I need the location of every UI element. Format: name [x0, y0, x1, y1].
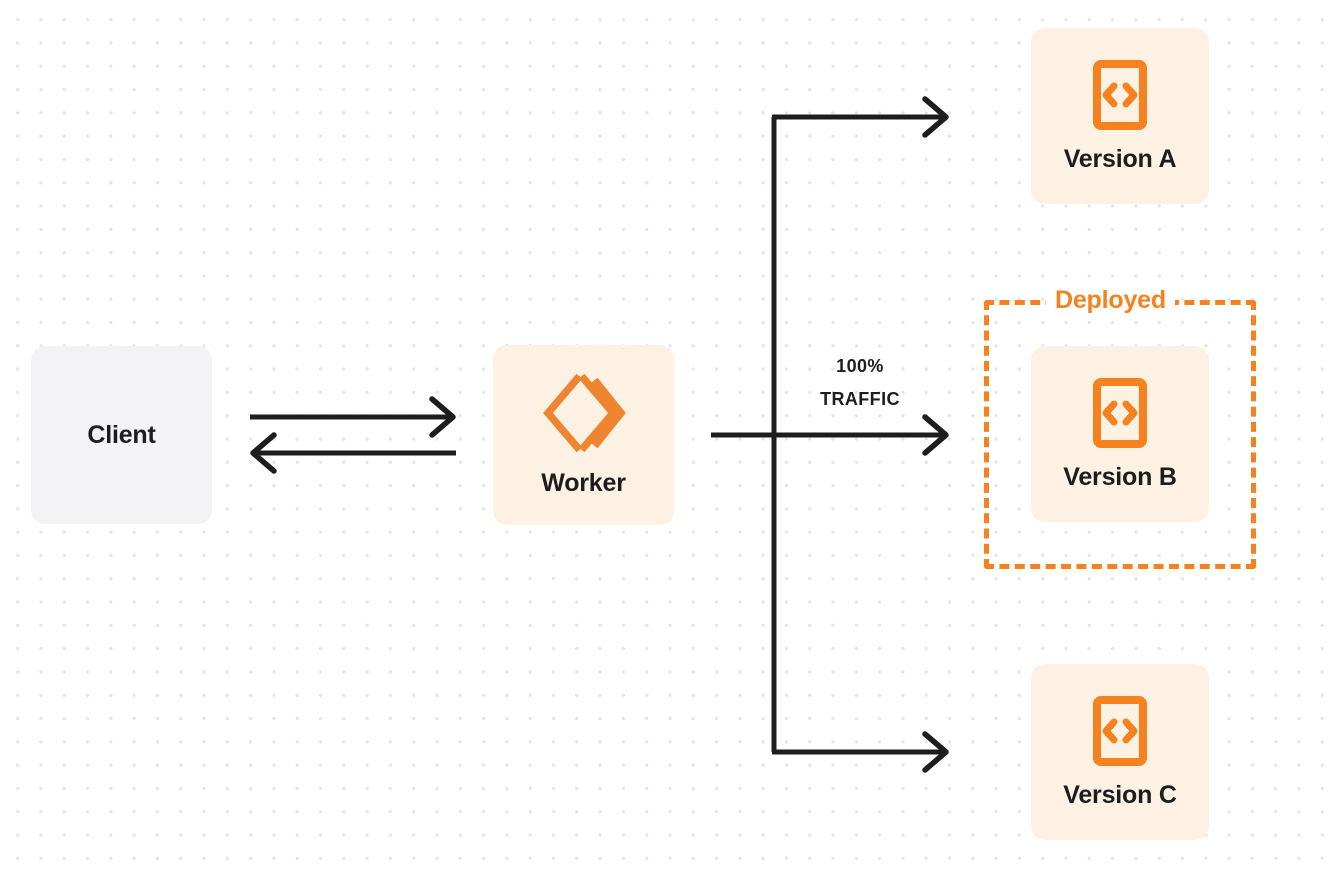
arrow-worker-to-version-c	[772, 731, 949, 773]
arrow-worker-to-version-a	[772, 96, 949, 138]
cloudflare-workers-logo-icon	[541, 373, 627, 453]
deployed-label: Deployed	[1046, 284, 1175, 316]
code-file-icon	[1092, 377, 1148, 449]
worker-node[interactable]: Worker	[493, 345, 674, 525]
client-node[interactable]: Client	[31, 346, 212, 524]
version-c-node[interactable]: Version C	[1031, 664, 1209, 840]
code-file-icon	[1092, 695, 1148, 767]
code-file-icon	[1092, 59, 1148, 131]
version-a-node[interactable]: Version A	[1031, 28, 1209, 204]
client-label: Client	[87, 420, 156, 449]
arrow-worker-to-client	[250, 432, 456, 474]
version-c-label: Version C	[1063, 780, 1177, 809]
arrow-worker-to-version-b	[711, 414, 949, 456]
version-b-node[interactable]: Version B	[1031, 346, 1209, 522]
worker-label: Worker	[541, 468, 626, 497]
traffic-caption: TRAFFIC	[820, 389, 900, 409]
version-a-label: Version A	[1063, 144, 1177, 173]
traffic-label: 100% TRAFFIC	[790, 350, 930, 416]
version-b-label: Version B	[1063, 462, 1177, 491]
traffic-percent: 100%	[836, 356, 884, 376]
arrow-client-to-worker	[250, 396, 456, 438]
